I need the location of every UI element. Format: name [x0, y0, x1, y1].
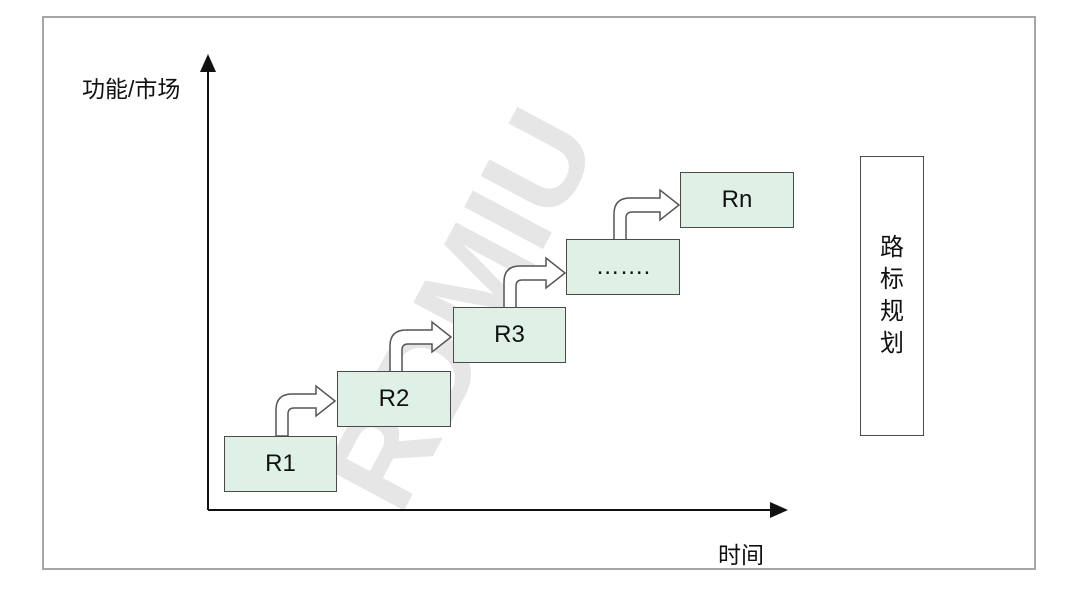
roadmap-side-box: 路标规划 — [860, 156, 924, 436]
stage-box-r3: R3 — [453, 307, 566, 363]
y-axis-label: 功能/市场 — [82, 76, 181, 102]
step-arrow — [275, 384, 337, 437]
stage-box-r2: R2 — [337, 371, 451, 427]
step-arrow — [389, 320, 453, 373]
step-arrow — [613, 188, 681, 241]
stage-box-ellipsis: ……. — [566, 239, 680, 295]
step-arrow — [503, 256, 567, 309]
roadmap-label: 路标规划 — [880, 234, 904, 357]
stage-box-r1: R1 — [224, 436, 337, 492]
stage-box-rn: Rn — [680, 172, 794, 228]
x-axis-label: 时间 — [718, 542, 764, 568]
